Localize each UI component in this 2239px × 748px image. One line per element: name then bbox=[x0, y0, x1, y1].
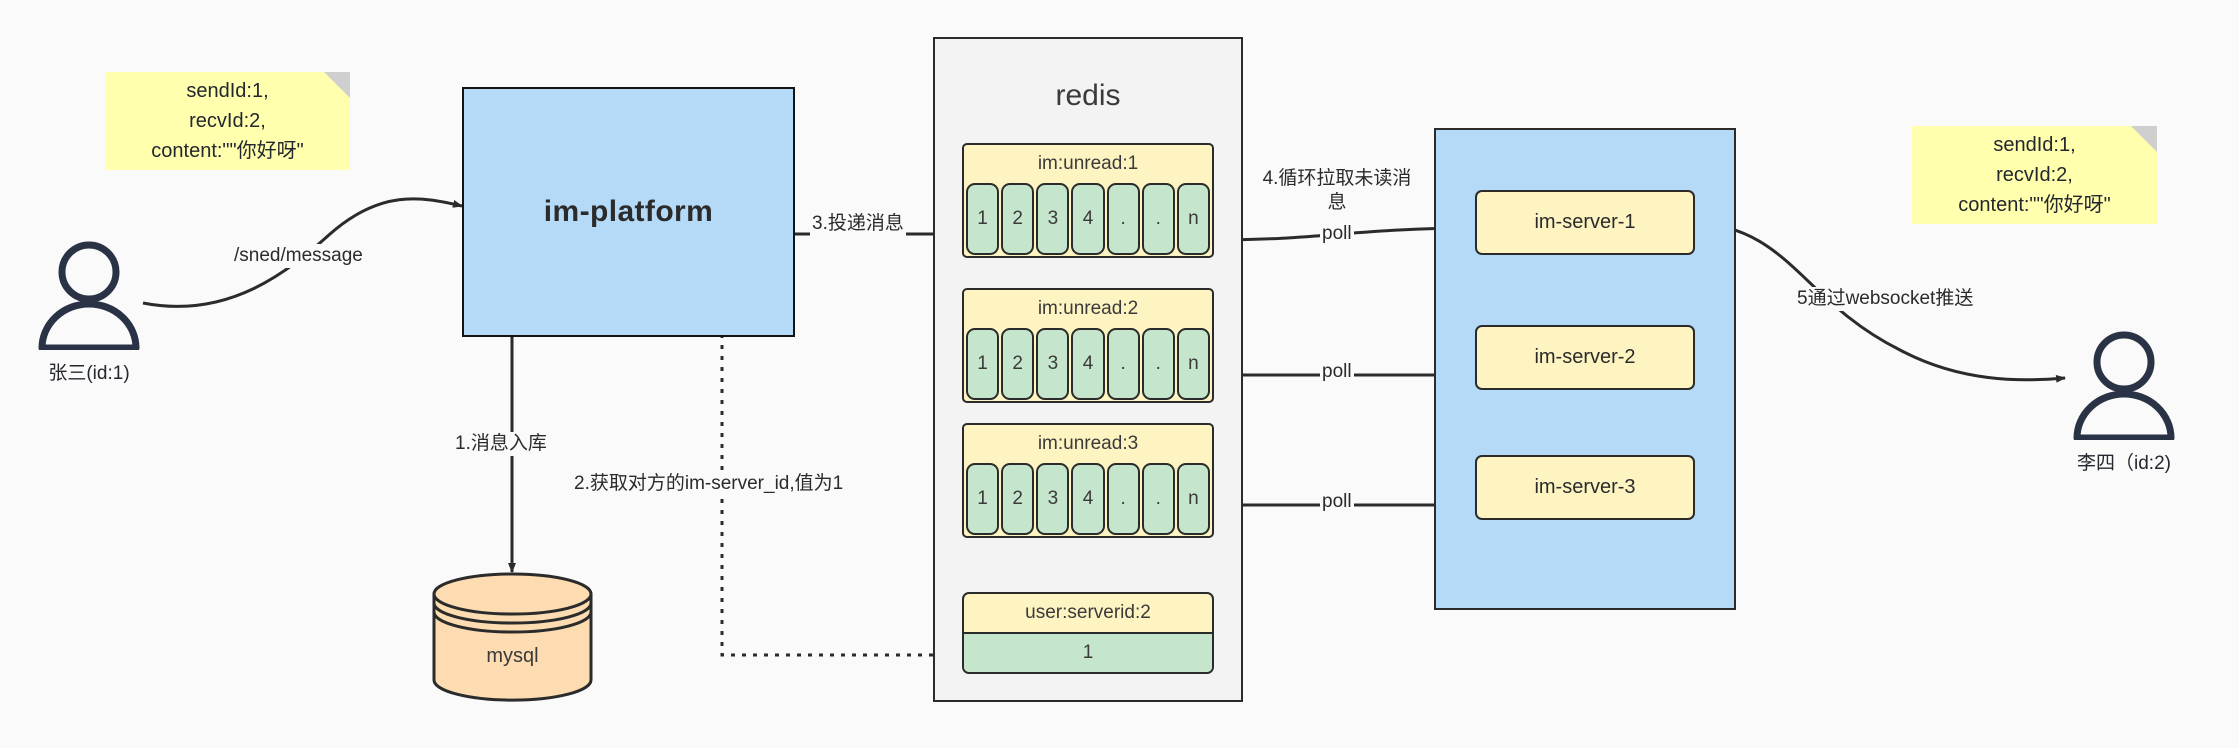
actor-sender-label: 张三(id:1) bbox=[48, 363, 130, 384]
redis-kv-key: user:serverid:2 bbox=[1025, 602, 1151, 623]
redis-list-im-unread-3[interactable]: im:unread:3 1 2 3 4 . . n bbox=[962, 423, 1214, 538]
redis-list-cells: 1 2 3 4 . . n bbox=[964, 463, 1212, 536]
redis-cell: 2 bbox=[1001, 183, 1035, 255]
edge-label-step1: 1.消息入库 bbox=[453, 432, 549, 456]
im-server-label: im-server-1 bbox=[1534, 211, 1636, 233]
edge-label-poll-3: poll bbox=[1320, 490, 1354, 514]
note-right-message-payload: sendId:1, recvId:2, content:""你好呀" bbox=[1912, 126, 2157, 224]
redis-cell: 2 bbox=[1001, 328, 1035, 400]
redis-cell: 2 bbox=[1001, 463, 1035, 535]
im-server-label: im-server-2 bbox=[1534, 346, 1636, 368]
redis-cell: . bbox=[1141, 328, 1175, 400]
redis-cell: n bbox=[1176, 183, 1210, 255]
mysql-label: mysql bbox=[486, 644, 539, 667]
redis-kv-value: 1 bbox=[964, 632, 1212, 672]
actor-sender: 张三(id:1) bbox=[30, 240, 148, 384]
im-platform-label: im-platform bbox=[543, 195, 714, 228]
actor-receiver: 李四（id:2) bbox=[2065, 330, 2183, 474]
im-server-node-2[interactable]: im-server-2 bbox=[1475, 325, 1695, 390]
redis-cell: 4 bbox=[1071, 183, 1105, 255]
redis-cell: 3 bbox=[1036, 183, 1070, 255]
actor-receiver-label: 李四（id:2) bbox=[2077, 453, 2171, 474]
edge-label-step3: 3.投递消息 bbox=[810, 212, 906, 236]
edge-label-poll-2: poll bbox=[1320, 360, 1354, 384]
link-server1-receiver bbox=[1689, 220, 2066, 383]
note-fold-icon bbox=[324, 72, 350, 98]
redis-title: redis bbox=[1055, 79, 1121, 112]
edge-label-poll-1: poll bbox=[1320, 222, 1354, 246]
redis-cell: . bbox=[1141, 463, 1175, 535]
im-server-node-3[interactable]: im-server-3 bbox=[1475, 455, 1695, 520]
database-cylinder-icon bbox=[432, 572, 593, 702]
link-redis-platform-dotted bbox=[718, 317, 955, 657]
user-icon bbox=[38, 241, 140, 350]
note-right-text: sendId:1, recvId:2, content:""你好呀" bbox=[1958, 134, 2111, 216]
redis-list-im-unread-1[interactable]: im:unread:1 1 2 3 4 . . n bbox=[962, 143, 1214, 258]
redis-list-key: im:unread:2 bbox=[1037, 298, 1139, 319]
redis-cell: . bbox=[1106, 463, 1140, 535]
im-server-node-1[interactable]: im-server-1 bbox=[1475, 190, 1695, 255]
redis-cell: 4 bbox=[1071, 463, 1105, 535]
link-sender-platform bbox=[142, 197, 463, 308]
redis-cell: . bbox=[1106, 183, 1140, 255]
redis-cell: n bbox=[1176, 463, 1210, 535]
note-left-text: sendId:1, recvId:2, content:""你好呀" bbox=[151, 80, 304, 162]
redis-cell: 1 bbox=[966, 183, 1000, 255]
edge-label-step4: 4.循环拉取未读消息 bbox=[1255, 167, 1419, 215]
edge-label-step5: 5通过websocket推送 bbox=[1795, 287, 1976, 311]
redis-cell: . bbox=[1141, 183, 1175, 255]
redis-kv-user-serverid[interactable]: user:serverid:2 1 bbox=[962, 592, 1214, 674]
redis-cell: 3 bbox=[1036, 463, 1070, 535]
redis-list-im-unread-2[interactable]: im:unread:2 1 2 3 4 . . n bbox=[962, 288, 1214, 403]
redis-list-cells: 1 2 3 4 . . n bbox=[964, 328, 1212, 401]
note-fold-icon bbox=[2131, 126, 2157, 152]
redis-cell: 4 bbox=[1071, 328, 1105, 400]
edge-label-send-message: /sned/message bbox=[232, 244, 365, 268]
mysql-database[interactable]: mysql bbox=[430, 572, 595, 702]
edge-label-step2: 2.获取对方的im-server_id,值为1 bbox=[572, 472, 846, 496]
im-server-label: im-server-3 bbox=[1534, 476, 1636, 498]
note-left-message-payload: sendId:1, recvId:2, content:""你好呀" bbox=[105, 72, 350, 170]
redis-list-cells: 1 2 3 4 . . n bbox=[964, 183, 1212, 256]
redis-cell: 1 bbox=[966, 328, 1000, 400]
redis-list-key: im:unread:1 bbox=[1037, 153, 1139, 174]
redis-cell: . bbox=[1106, 328, 1140, 400]
redis-cell: 3 bbox=[1036, 328, 1070, 400]
redis-list-key: im:unread:3 bbox=[1037, 433, 1139, 454]
redis-cell: 1 bbox=[966, 463, 1000, 535]
redis-cell: n bbox=[1176, 328, 1210, 400]
user-icon bbox=[2073, 331, 2175, 440]
im-platform-box[interactable]: im-platform bbox=[462, 87, 795, 337]
